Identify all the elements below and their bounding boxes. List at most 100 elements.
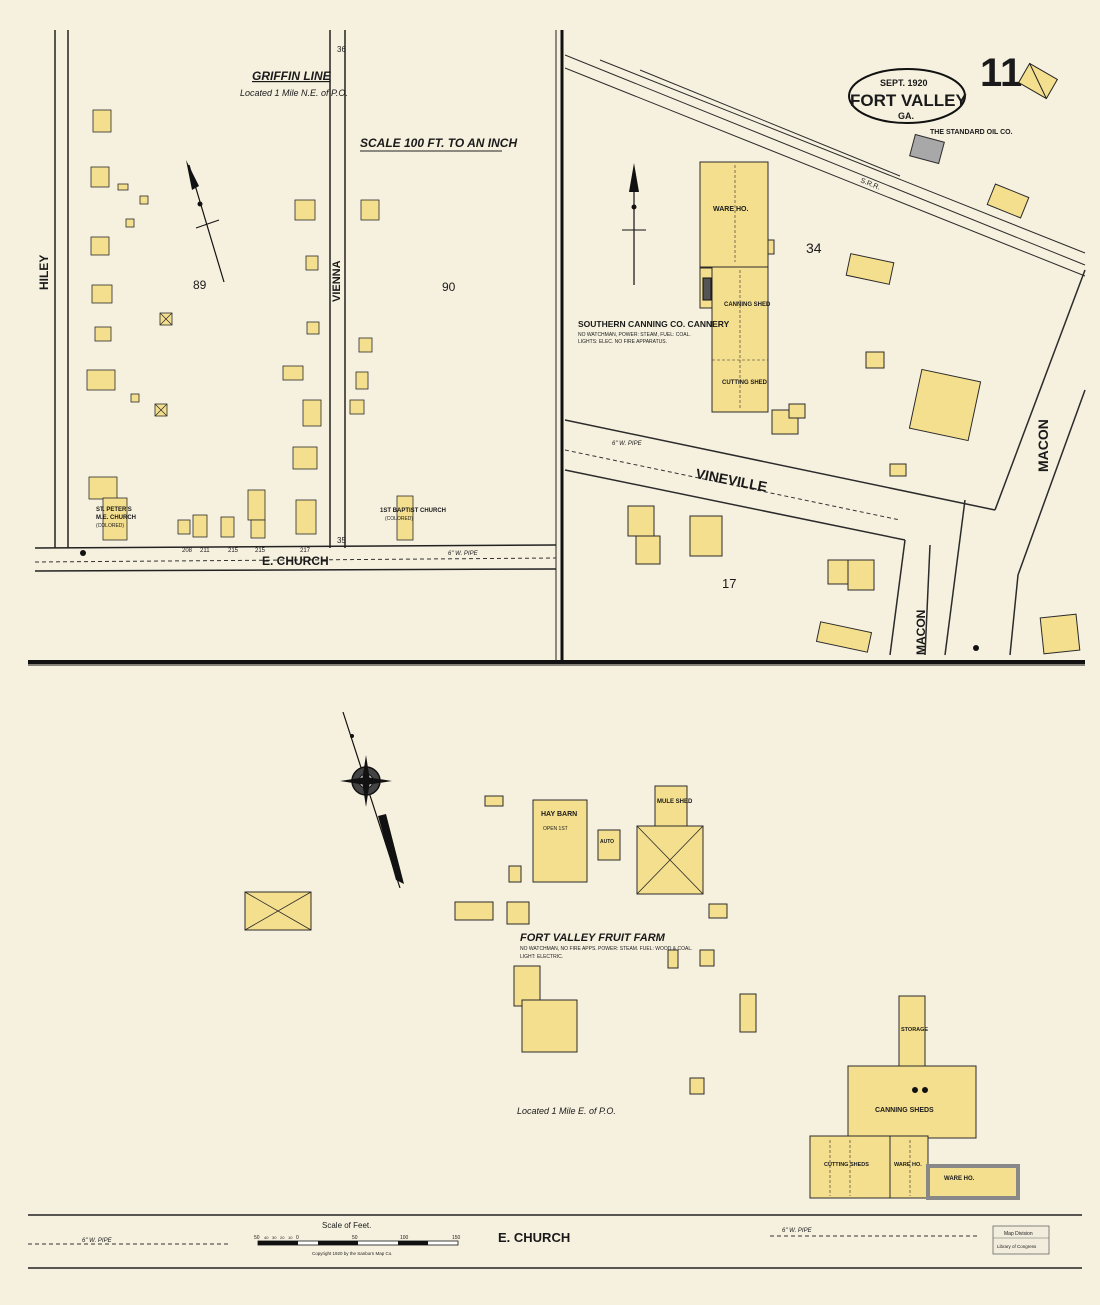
house-number: 215 [228, 548, 239, 554]
dwelling [90, 236, 110, 256]
dwellings-vienna-west [282, 199, 322, 470]
cannery-warehouse [699, 161, 769, 268]
church-label: 1ST BAPTIST CHURCH [380, 508, 446, 514]
hay-barn [532, 799, 588, 883]
pipe-label: 6" W. PIPE [612, 441, 643, 447]
canning-sheds [847, 1065, 977, 1139]
title-cartouche [848, 68, 966, 124]
storage-label: STORAGE [901, 1027, 928, 1033]
scale-note: SCALE 100 FT. TO AN INCH [360, 136, 517, 150]
house-number: 217 [300, 548, 311, 554]
fire-hydrant-icon [80, 550, 86, 556]
svg-text:Library of Congress: Library of Congress [997, 1244, 1037, 1249]
ware-ho-label: WARE HO. [894, 1162, 922, 1168]
town-name: FORT VALLEY [850, 91, 967, 110]
svg-text:10: 10 [288, 1235, 293, 1240]
svg-text:40: 40 [264, 1235, 269, 1240]
key-map-icon [1017, 62, 1059, 100]
copyright-note: Copyright 1920 by the Sanborn Map Co. [312, 1251, 393, 1256]
street-label-e-church-south: E. CHURCH [498, 1230, 570, 1245]
hay-barn-note: OPEN 1ST [543, 826, 568, 832]
mule-shed [654, 785, 688, 827]
church-first-baptist [396, 495, 414, 541]
railroad-tracks [564, 54, 1086, 277]
ware-ho-label: WARE HO. [713, 206, 748, 213]
house-number: 211 [200, 548, 210, 554]
dwelling [86, 369, 116, 391]
canning-sheds-label: CANNING SHEDS [875, 1107, 934, 1114]
fruit-farm-title: FORT VALLEY FRUIT FARM [520, 932, 666, 944]
hay-barn-label: HAY BARN [541, 811, 577, 818]
svg-text:30: 30 [272, 1235, 277, 1240]
state-name: GA. [898, 111, 914, 121]
svg-text:20: 20 [280, 1235, 285, 1240]
block-number-34: 34 [806, 240, 822, 256]
street-label-vienna: VIENNA [331, 260, 343, 302]
street-label-macon-east: MACON [1035, 419, 1051, 472]
block-number-90: 90 [442, 280, 456, 294]
svg-text:50: 50 [352, 1235, 358, 1241]
dwellings-vienna-east [349, 199, 414, 541]
dwelling-large [908, 368, 982, 442]
scale-bar: Scale of Feet. 50 40 30 20 10 0 50 100 1… [254, 1221, 461, 1256]
griffin-line-title: GRIFFIN LINE [252, 69, 332, 83]
svg-text:50: 50 [254, 1235, 260, 1241]
svg-text:150: 150 [452, 1235, 461, 1241]
dwelling [90, 166, 110, 188]
svg-text:0: 0 [296, 1235, 299, 1241]
street-label-e-church-north: E. CHURCH [262, 554, 329, 568]
cannery-note: LIGHTS: ELEC. NO FIRE APPARATUS. [578, 339, 667, 345]
sheet-number: 11 [980, 51, 1022, 95]
church-label: (COLORED) [385, 516, 413, 522]
pipe-label: 6" W. PIPE [782, 1228, 813, 1234]
panel-fort-valley-fruit-farm: HAY BARN OPEN 1ST MULE SHED AUTO STORAGE… [28, 711, 1082, 1269]
dwelling [94, 326, 112, 342]
ware-ho-label: WARE HO. [944, 1176, 975, 1182]
house-number: 215 [255, 548, 266, 554]
house-number: 36 [337, 45, 346, 54]
house-number: 208 [182, 548, 193, 554]
dwelling [92, 109, 112, 133]
house-number: 35 [337, 536, 346, 545]
dwellings-hiley [86, 109, 317, 541]
auto-label: AUTO [600, 839, 614, 845]
cannery-note: NO WATCHMAN, POWER: STEAM, FUEL: COAL. [578, 332, 691, 338]
church-label: M.E. CHURCH [96, 515, 136, 521]
warehouse-2 [927, 1165, 1019, 1199]
pipe-label: 6" W. PIPE [82, 1238, 113, 1244]
cutting-sheds-label: CUTTING SHEDS [824, 1162, 869, 1168]
boiler-icon [922, 1087, 928, 1093]
farm-dwelling [521, 999, 578, 1053]
panel-southern-canning-cannery: 11 SEPT. 1920 FORT VALLEY GA. THE STANDA… [564, 51, 1086, 656]
pipe-label: 6" W. PIPE [448, 551, 479, 557]
svg-text:100: 100 [400, 1235, 409, 1241]
cannery-title: SOUTHERN CANNING CO. CANNERY [578, 319, 730, 329]
church-label: (COLORED) [96, 523, 124, 529]
fruit-farm-location: Located 1 Mile E. of P.O. [517, 1106, 616, 1116]
water-pipe-line [34, 557, 557, 563]
street-label-macon-south: MACON [914, 610, 928, 655]
dwelling [88, 476, 118, 500]
auto-garage [597, 829, 621, 861]
svg-text:Map Division: Map Division [1004, 1231, 1033, 1237]
griffin-line-location: Located 1 Mile N.E. of P.O. [240, 88, 348, 98]
fire-hydrant-icon [973, 645, 979, 651]
street-label-hiley: HILEY [37, 255, 51, 290]
canning-shed-label: CANNING SHED [724, 302, 771, 308]
north-arrow-icon [186, 160, 225, 283]
scale-title: Scale of Feet. [322, 1221, 371, 1230]
compass-rose-icon [340, 711, 404, 889]
sheet-date: SEPT. 1920 [880, 78, 928, 88]
dwelling [91, 284, 113, 304]
boiler-icon [912, 1087, 918, 1093]
block-number-89: 89 [193, 278, 207, 292]
fruit-farm-note: NO WATCHMAN, NO FIRE APPS. POWER: STEAM.… [520, 946, 693, 952]
block-number-17: 17 [722, 576, 736, 591]
library-stamp: Map Division Library of Congress [992, 1225, 1050, 1255]
water-pipe-line [564, 449, 901, 521]
church-st-peters [102, 497, 128, 541]
dwellings-vineville-south [627, 505, 1081, 655]
cutting-shed-label: CUTTING SHED [722, 380, 768, 386]
standard-oil-building [909, 133, 945, 165]
